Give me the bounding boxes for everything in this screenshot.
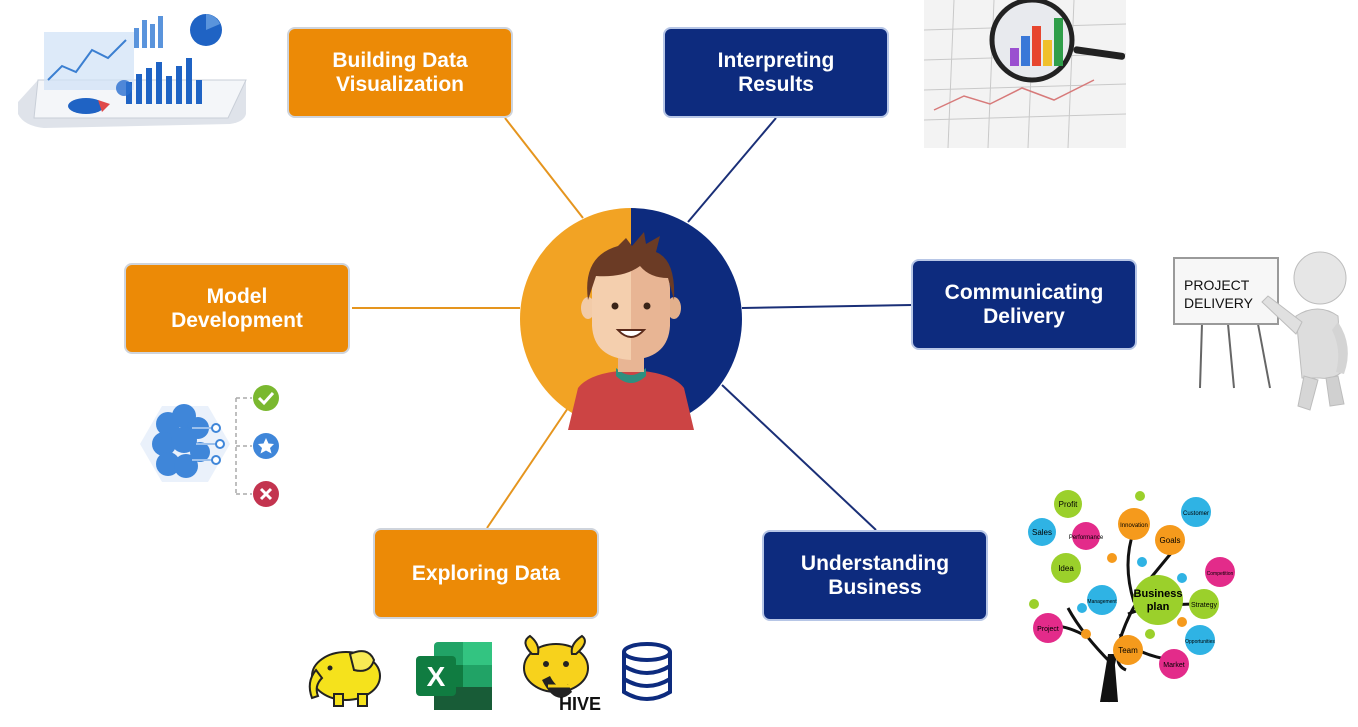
magnifier-chart-icon xyxy=(924,0,1126,148)
board-line-2: DELIVERY xyxy=(1184,295,1254,311)
node-exploring-data-label: Exploring Data xyxy=(411,561,561,585)
bubble-management: Management xyxy=(1087,599,1117,605)
hive-label: HIVE xyxy=(559,694,601,714)
node-understanding-business: Understanding Business xyxy=(762,530,988,621)
connector-interpreting xyxy=(687,117,777,223)
hive-bee-icon: HIVE xyxy=(523,634,601,714)
bubble-performance: Performance xyxy=(1069,535,1104,541)
bubble-profit: Profit xyxy=(1059,500,1078,509)
node-communicating-delivery-label: Communicating Delivery xyxy=(944,280,1104,328)
node-understanding-business-label: Understanding Business xyxy=(800,551,950,599)
data-scientist-avatar xyxy=(520,208,742,430)
database-icon xyxy=(622,642,672,701)
bubble-strategy: Strategy xyxy=(1191,602,1218,609)
bubble-project: Project xyxy=(1037,626,1059,633)
node-interpreting-results-label: Interpreting Results xyxy=(717,48,835,96)
connector-understanding xyxy=(721,384,877,531)
node-model-development: Model Development xyxy=(124,263,350,354)
node-building-data-visualization-label: Building Data Visualization xyxy=(332,48,468,96)
bubble-competition: Competition xyxy=(1207,571,1234,577)
tree-center-line-2: plan xyxy=(1147,601,1170,613)
bubble-idea: Idea xyxy=(1058,564,1074,573)
node-communicating-delivery: Communicating Delivery xyxy=(911,259,1137,350)
bubble-innovation: Innovation xyxy=(1120,523,1148,529)
node-model-development-label: Model Development xyxy=(171,284,303,332)
connector-communicating xyxy=(741,304,913,309)
node-interpreting-results: Interpreting Results xyxy=(663,27,889,118)
bubble-team: Team xyxy=(1118,646,1138,655)
connector-exploring xyxy=(486,407,569,529)
ai-brain-evaluation-icon xyxy=(140,385,279,507)
dashboard-tablet-icon xyxy=(18,14,247,128)
tree-center-line-1: Business xyxy=(1134,588,1183,600)
excel-letter: X xyxy=(427,661,446,692)
bubble-market: Market xyxy=(1163,662,1184,669)
project-delivery-presenter-icon: PROJECT DELIVERY xyxy=(1173,251,1348,411)
bubble-customer: Customer xyxy=(1183,511,1209,517)
business-plan-tree-icon: Profit Sales Performance Innovation Cust… xyxy=(1028,490,1235,703)
node-exploring-data: Exploring Data xyxy=(373,528,599,619)
hadoop-elephant-icon xyxy=(308,650,381,707)
bubble-goals: Goals xyxy=(1160,536,1181,545)
node-building-data-visualization: Building Data Visualization xyxy=(287,27,513,118)
excel-icon: X xyxy=(416,642,492,710)
board-line-1: PROJECT xyxy=(1184,277,1250,293)
bubble-opportunities: Opportunities xyxy=(1185,639,1215,645)
bubble-sales: Sales xyxy=(1032,528,1052,537)
connector-building-viz xyxy=(504,117,584,219)
